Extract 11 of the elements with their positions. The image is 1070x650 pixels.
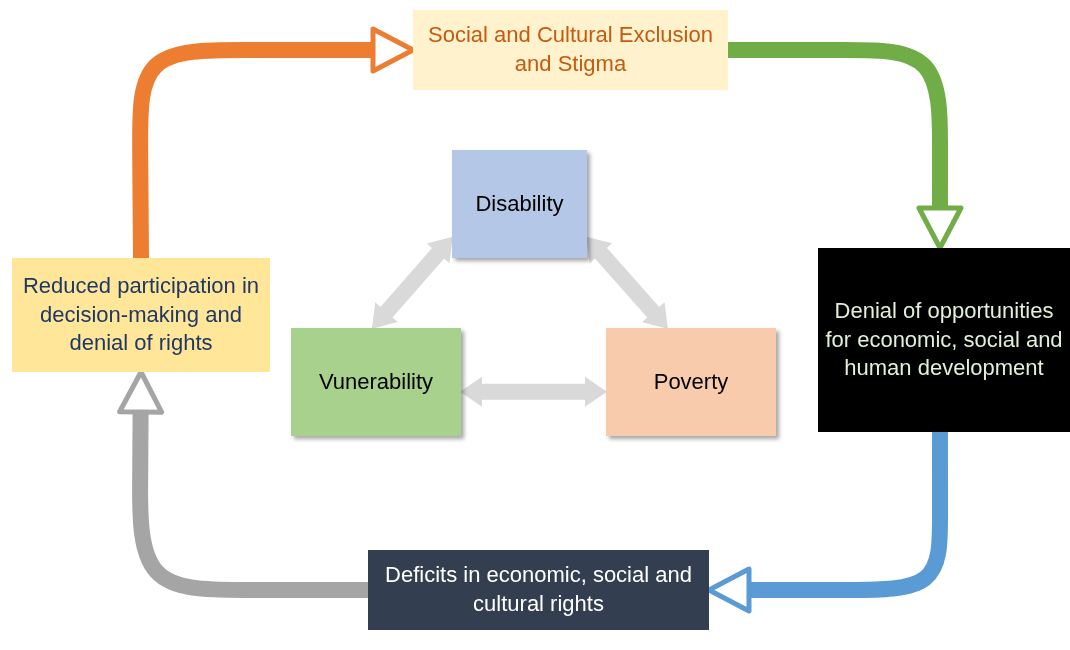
double-arrow — [371, 236, 453, 329]
concept-box: Disability — [452, 150, 587, 258]
label-box: Reduced participation in decision-making and denial of rights — [12, 258, 270, 372]
concept-box: Poverty — [606, 328, 776, 436]
label-box: Denial of opportunities for economic, social and human development — [818, 248, 1070, 432]
title-banner: Social and Cultural Exclusion and Stigma — [413, 10, 728, 90]
double-arrow — [586, 236, 668, 329]
label-box: Deficits in economic, social and cultural rights — [368, 550, 709, 630]
curved-arrow — [728, 42, 964, 251]
concept-box: Vunerability — [291, 328, 461, 436]
double-arrow — [460, 376, 607, 407]
